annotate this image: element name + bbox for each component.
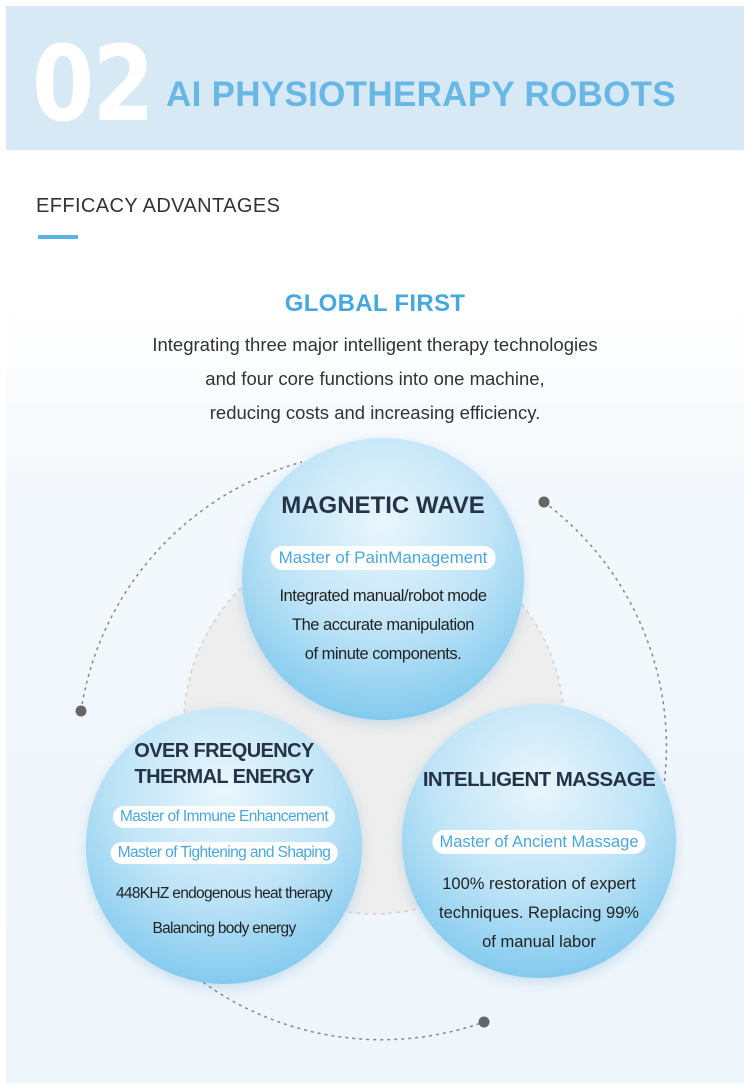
- global-first-heading: GLOBAL FIRST: [284, 290, 466, 317]
- intro-line: and four core functions into one machine…: [205, 368, 545, 389]
- feature-tag: Master of Tightening and Shaping: [110, 842, 338, 864]
- banner-title: AI PHYSIOTHERAPY ROBOTS: [166, 75, 676, 114]
- intelligent-massage-bubble: INTELLIGENT MASSAGE Master of Ancient Ma…: [402, 704, 676, 978]
- outer-ring-arc-right: [543, 501, 668, 827]
- description-line: 100% restoration of expert: [442, 875, 636, 893]
- thermal-energy-bubble: OVER FREQUENCY THERMAL ENERGY Master of …: [86, 708, 362, 984]
- orbit-dot-right: [538, 496, 550, 508]
- bubble-description: 448KHZ endogenous heat therapy Balancing…: [86, 876, 362, 946]
- description-line: Integrated manual/robot mode: [279, 587, 487, 605]
- section-underline: [38, 235, 78, 239]
- description-line: The accurate manipulation: [292, 616, 474, 634]
- description-line: Balancing body energy: [152, 920, 297, 937]
- intro-line: Integrating three major intelligent ther…: [152, 334, 598, 355]
- feature-tag: Master of PainManagement: [270, 546, 496, 570]
- orbit-dot-bottom: [478, 1016, 490, 1028]
- header-banner: 02 AI PHYSIOTHERAPY ROBOTS: [6, 6, 744, 150]
- bubble-description: 100% restoration of expert techniques. R…: [402, 870, 676, 957]
- description-line: of minute components.: [304, 645, 462, 663]
- feature-tag: Master of Immune Enhancement: [112, 806, 336, 828]
- orbit-dot-left: [75, 705, 87, 717]
- intro-line: reducing costs and increasing efficiency…: [209, 402, 541, 423]
- description-line: 448KHZ endogenous heat therapy: [116, 885, 333, 902]
- bubble-title: INTELLIGENT MASSAGE: [422, 768, 656, 791]
- bubble-title-line: OVER FREQUENCY: [134, 740, 314, 762]
- bubble-title-line: THERMAL ENERGY: [134, 766, 314, 788]
- outer-ring-arc-bottom: [191, 973, 485, 1041]
- bubble-description: Integrated manual/robot mode The accurat…: [242, 582, 524, 669]
- bubble-title: MAGNETIC WAVE: [281, 492, 485, 519]
- page: 02 AI PHYSIOTHERAPY ROBOTS EFFICACY ADVA…: [6, 6, 744, 1083]
- outer-ring-arc-left: [80, 461, 303, 712]
- description-line: techniques. Replacing 99%: [439, 904, 639, 922]
- feature-tag: Master of Ancient Massage: [432, 830, 646, 854]
- bubble-title: OVER FREQUENCY THERMAL ENERGY: [86, 738, 362, 790]
- section-number: 02: [32, 23, 155, 145]
- description-line: of manual labor: [482, 933, 596, 951]
- section-title: EFFICACY ADVANTAGES: [36, 195, 281, 217]
- magnetic-wave-bubble: MAGNETIC WAVE Master of PainManagement I…: [242, 438, 524, 720]
- intro-text: Integrating three major intelligent ther…: [6, 328, 744, 430]
